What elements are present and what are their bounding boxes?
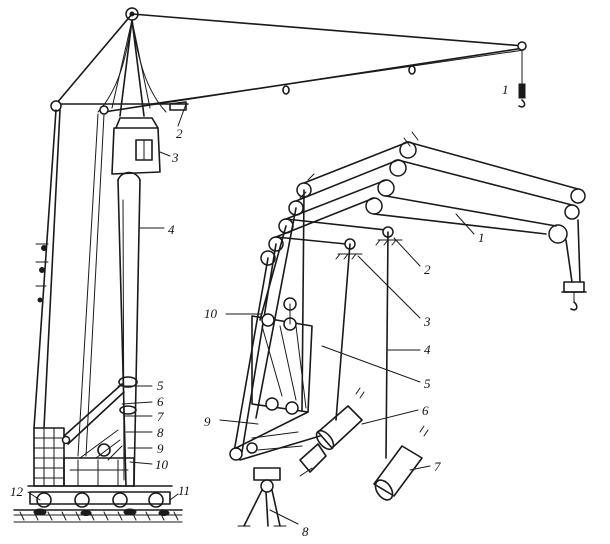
right-leader-lines <box>219 213 475 525</box>
lower-ropes <box>229 411 321 461</box>
counter-jib <box>33 13 189 457</box>
jib <box>103 13 527 113</box>
left-callout-3: 3 <box>171 150 179 165</box>
left-callout-8: 8 <box>157 425 164 440</box>
right-callout-3: 3 <box>423 314 431 329</box>
winch-7 <box>373 425 429 501</box>
right-callout-1: 1 <box>478 230 485 245</box>
apex-sheaves <box>365 131 419 215</box>
right-callout-9: 9 <box>204 414 211 429</box>
right-callout-7: 7 <box>434 459 441 474</box>
frame-ropes <box>233 189 305 453</box>
jib-end-sheaves <box>548 188 586 244</box>
left-callout-4: 4 <box>168 222 175 237</box>
right-callout-10: 10 <box>204 306 218 321</box>
left-callout-7: 7 <box>157 409 164 424</box>
right-callout-8: 8 <box>302 524 309 539</box>
left-callout-10: 10 <box>155 457 169 472</box>
left-callout-1: 1 <box>502 82 509 97</box>
hoist-rope-runs <box>275 141 579 245</box>
left-callout-11: 11 <box>178 483 190 498</box>
right-callout-4: 4 <box>424 342 431 357</box>
tower-head <box>97 7 167 117</box>
hook-block <box>561 219 587 311</box>
left-callout-5: 5 <box>157 378 164 393</box>
winch-6 <box>299 387 365 477</box>
luffing-block <box>251 297 313 415</box>
left-callout-12: 12 <box>10 484 24 499</box>
ballast-block <box>33 427 135 487</box>
reeving-scheme: 1 2 3 4 5 6 7 8 9 10 <box>204 131 587 539</box>
right-callouts: 1 2 3 4 5 6 7 8 9 10 <box>204 230 485 539</box>
right-callout-6: 6 <box>422 403 429 418</box>
operator-cab <box>111 117 161 175</box>
crane-general-view: 1 2 3 4 5 6 7 8 9 10 11 12 <box>10 7 527 523</box>
left-callout-2: 2 <box>176 126 183 141</box>
right-callout-2: 2 <box>424 262 431 277</box>
base-support-8 <box>237 467 287 527</box>
tower <box>117 171 141 487</box>
ground-base <box>13 508 183 523</box>
running-gear <box>27 485 173 508</box>
left-leader-lines <box>27 103 187 501</box>
left-callouts: 1 2 3 4 5 6 7 8 9 10 11 12 <box>10 82 509 499</box>
left-callout-6: 6 <box>157 394 164 409</box>
right-callout-5: 5 <box>424 376 431 391</box>
anchor-points <box>335 226 403 459</box>
left-callout-9: 9 <box>157 441 164 456</box>
raising-struts <box>61 383 125 461</box>
